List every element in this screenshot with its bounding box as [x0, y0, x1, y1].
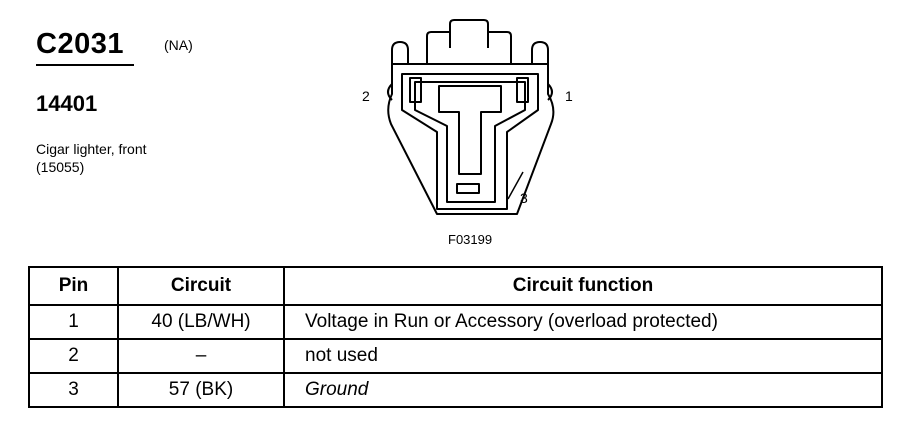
cell-circuit: 57 (BK): [117, 372, 285, 408]
cell-function: Voltage in Run or Accessory (overload pr…: [283, 304, 883, 340]
connector-face-diagram: 2 1 3: [362, 19, 573, 215]
pin-3-leader: [507, 171, 524, 200]
table-row: 3 57 (BK) Ground: [28, 372, 883, 408]
side-clip-right: [547, 83, 553, 101]
pin-label-1: 1: [565, 88, 573, 104]
table-row: 2 – not used: [28, 338, 883, 374]
component-description: Cigar lighter, front (15055): [36, 140, 147, 176]
cell-pin: 1: [28, 304, 119, 340]
table-header-row: Pin Circuit Circuit function: [28, 266, 883, 306]
pinout-table: Pin Circuit Circuit function 1 40 (LB/WH…: [28, 266, 883, 408]
cell-function: not used: [283, 338, 883, 374]
cell-function: Ground: [283, 372, 883, 408]
description-line-2: (15055): [36, 159, 85, 175]
cell-circuit: –: [117, 338, 285, 374]
pin-label-2: 2: [362, 88, 370, 104]
connector-id-underline: [36, 64, 134, 66]
connector-id: C2031: [36, 28, 124, 60]
pin-label-3: 3: [520, 190, 528, 206]
figure-code: F03199: [448, 232, 493, 247]
terminal-2: [409, 77, 422, 103]
connector-latch: [449, 19, 489, 48]
terminal-1: [516, 77, 529, 103]
cell-pin: 2: [28, 338, 119, 374]
header-circuit-function: Circuit function: [283, 266, 883, 306]
connector-left-post: [391, 41, 409, 94]
terminal-3: [456, 183, 480, 194]
header-pin: Pin: [28, 266, 119, 306]
connector-inner-sleeve: [414, 81, 526, 203]
description-line-1: Cigar lighter, front: [36, 141, 147, 157]
connector-inner-frame: [401, 73, 539, 210]
connector-outer-body: [387, 63, 555, 215]
header-circuit: Circuit: [117, 266, 285, 306]
terminal-t-blade: [438, 85, 502, 175]
side-clip-left: [387, 83, 393, 101]
cell-circuit: 40 (LB/WH): [117, 304, 285, 340]
connector-latch-ears: [426, 31, 512, 64]
table-row: 1 40 (LB/WH) Voltage in Run or Accessory…: [28, 304, 883, 340]
connector-right-post: [531, 41, 549, 94]
part-number: 14401: [36, 91, 98, 116]
cell-pin: 3: [28, 372, 119, 408]
market-label: (NA): [164, 37, 193, 53]
